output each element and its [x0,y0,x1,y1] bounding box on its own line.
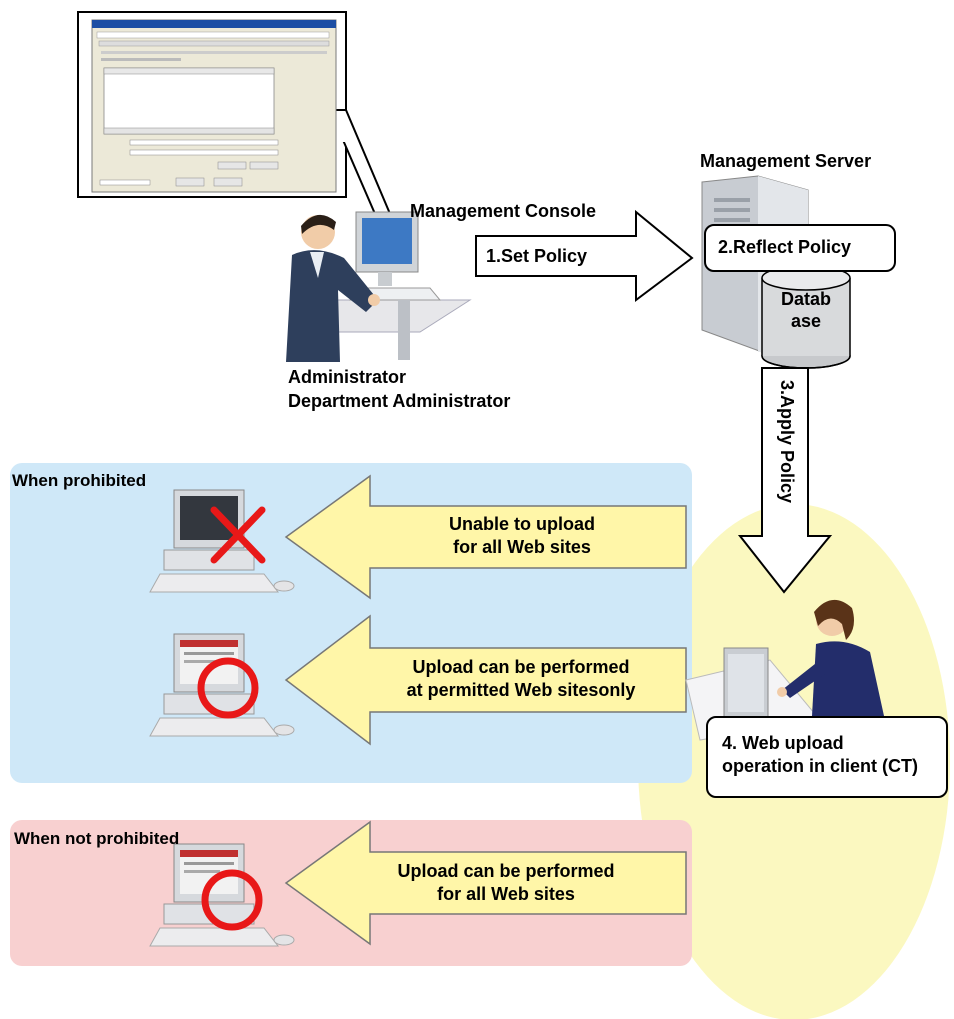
database-label-line1: Datab [780,289,831,309]
apply-policy-label-wrap: 3.Apply Policy [758,380,816,530]
all-upload-text: Upload can be performed for all Web site… [366,860,646,906]
permitted-upload-line2: at permitted Web sitesonly [406,680,636,700]
allow-circle-mark-permitted [197,657,259,719]
management-server-label: Management Server [700,151,872,171]
unable-upload-line2: for all Web sites [453,537,591,557]
department-administrator-label: Department Administrator [288,391,511,411]
set-policy-label: 1.Set Policy [486,246,588,266]
policy-dialog-callout [77,11,398,232]
reflect-policy-label: 2.Reflect Policy [718,237,852,257]
web-upload-label-line2: operation in client (CT) [722,756,918,776]
apply-policy-label: 3.Apply Policy [777,380,797,504]
reflect-policy-box: 2.Reflect Policy [704,224,896,272]
unable-upload-text: Unable to upload for all Web sites [396,513,648,559]
management-console-label: Management Console [410,201,597,221]
all-upload-line2: for all Web sites [437,884,575,904]
apply-policy-arrow [737,367,833,594]
all-upload-line1: Upload can be performed [397,861,615,881]
database-label: Datab ase [777,288,835,332]
permitted-upload-text: Upload can be performed at permitted Web… [366,656,676,702]
database-label-line2: ase [790,311,822,331]
administrator-label: Administrator [288,367,407,387]
web-upload-label-line1: 4. Web upload [722,733,844,753]
permitted-upload-arrow [284,614,687,746]
client-pc-unrestricted-icon [149,843,295,947]
allow-circle-mark-unrestricted [201,869,263,931]
unable-upload-arrow [284,474,687,600]
web-upload-box: 4. Web upload operation in client (CT) [706,716,948,798]
set-policy-arrow [475,209,694,302]
when-not-prohibited-title: When not prohibited [14,829,180,848]
deny-x-mark [210,506,266,564]
permitted-upload-line1: Upload can be performed [412,657,630,677]
administrator-figure [286,211,472,362]
unable-upload-line1: Unable to upload [449,514,595,534]
when-prohibited-title: When prohibited [12,471,147,490]
all-upload-arrow [284,820,687,946]
client-pc-prohibited-icon [149,489,295,593]
